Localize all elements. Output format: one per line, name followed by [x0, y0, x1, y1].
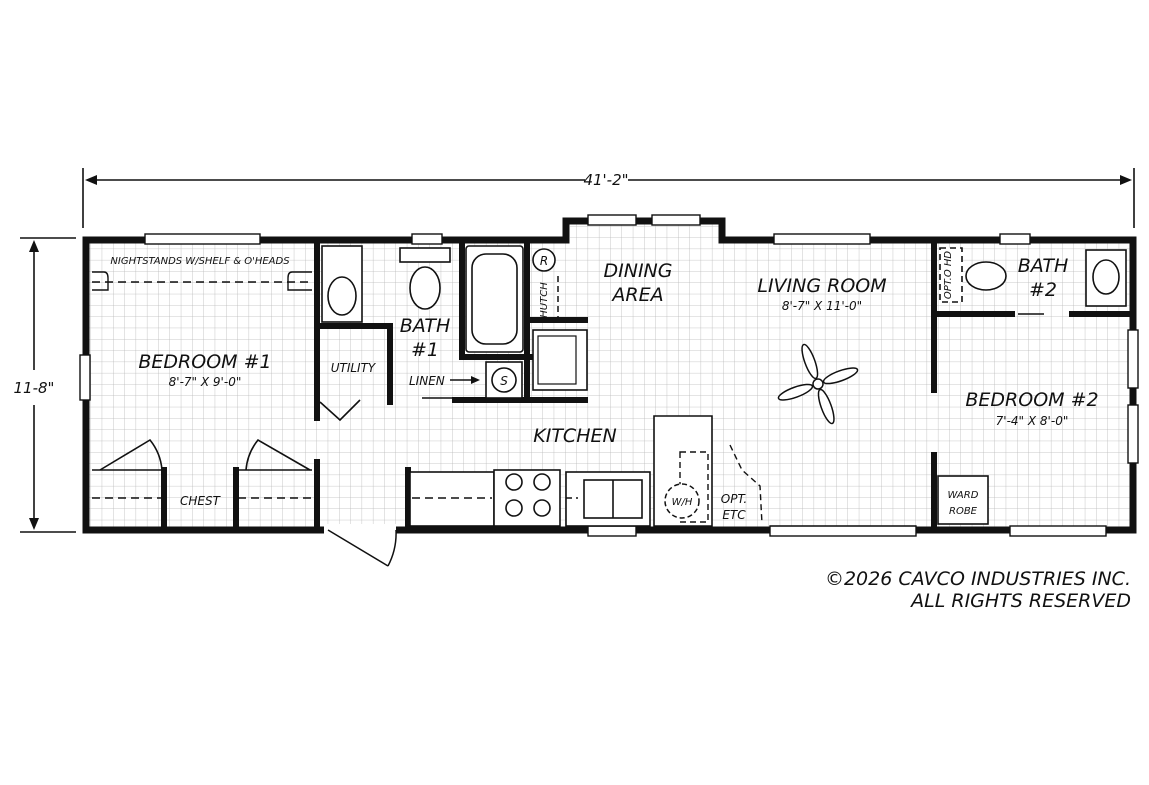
living-room-name: LIVING ROOM: [757, 275, 886, 297]
bath2-label-line2: #2: [1029, 279, 1057, 301]
washer-symbol: S: [500, 374, 508, 388]
nightstands-overhead: [92, 271, 312, 291]
utility-label: UTILITY: [331, 361, 377, 375]
entry-door-swing: [327, 529, 397, 567]
ceiling-fan-icon: [777, 343, 859, 425]
windows: [79, 214, 1139, 537]
wardrobe: [937, 475, 989, 525]
linen-arrow: [450, 376, 480, 384]
exterior-walls: [82, 217, 1137, 534]
overall-length-label: 41'-2": [583, 171, 628, 189]
kitchen-label: KITCHEN: [533, 425, 616, 447]
bedroom2-size: 7'-4" X 8'-0": [996, 414, 1069, 428]
bedroom1-size: 8'-7" X 9'-0": [169, 375, 242, 389]
interior-walls: [161, 237, 1133, 530]
hutch-label: HUTCH: [539, 282, 550, 318]
bath1-label-line2: #1: [411, 339, 439, 361]
opt-etc-outline: [729, 444, 763, 525]
dining-label-line2: AREA: [610, 284, 663, 306]
water-heater: [664, 483, 700, 519]
wardrobe-line2: ROBE: [949, 506, 978, 517]
overall-width-dimension: [20, 237, 76, 533]
bath2-fixtures: [939, 247, 1127, 307]
copyright-line2: ALL RIGHTS RESERVED: [909, 590, 1131, 612]
overall-length-dimension: [82, 168, 1135, 228]
bedroom2-name: BEDROOM #2: [965, 389, 1098, 411]
copyright-line1: ©2026 CAVCO INDUSTRIES INC.: [825, 568, 1131, 590]
overall-width-label: 11-8": [14, 379, 55, 397]
chest-label: CHEST: [180, 494, 222, 508]
nightstands-label: NIGHTSTANDS W/SHELF & O'HEADS: [110, 256, 290, 267]
range-burners: [505, 473, 551, 517]
bath2-label-line1: BATH: [1018, 255, 1069, 277]
bath1-fixtures: [321, 245, 524, 353]
bedroom1-name: BEDROOM #1: [138, 351, 271, 373]
opt-etc-line1: OPT.: [721, 492, 747, 506]
linen-label: LINEN: [409, 374, 445, 388]
entry-door-gap: [324, 524, 396, 536]
washer-drum: [491, 367, 517, 393]
dining-label-line1: DINING: [604, 260, 673, 282]
wardrobe-line1: WARD: [948, 490, 979, 501]
dryer-symbol: R: [540, 254, 548, 268]
utility-door-swing: [319, 399, 361, 422]
dryer-vent: [532, 248, 556, 272]
water-heater-label: W/H: [672, 497, 693, 508]
bedroom1-closets: [92, 438, 312, 499]
bath1-label-line1: BATH: [400, 315, 451, 337]
opt-hd-label: OPT.O HD: [943, 251, 954, 300]
dining-furniture: [532, 329, 588, 391]
dining-furniture-inner: [537, 335, 577, 385]
living-room-size: 8'-7" X 11'-0": [782, 299, 862, 313]
opt-etc-line2: ETC: [722, 508, 746, 522]
